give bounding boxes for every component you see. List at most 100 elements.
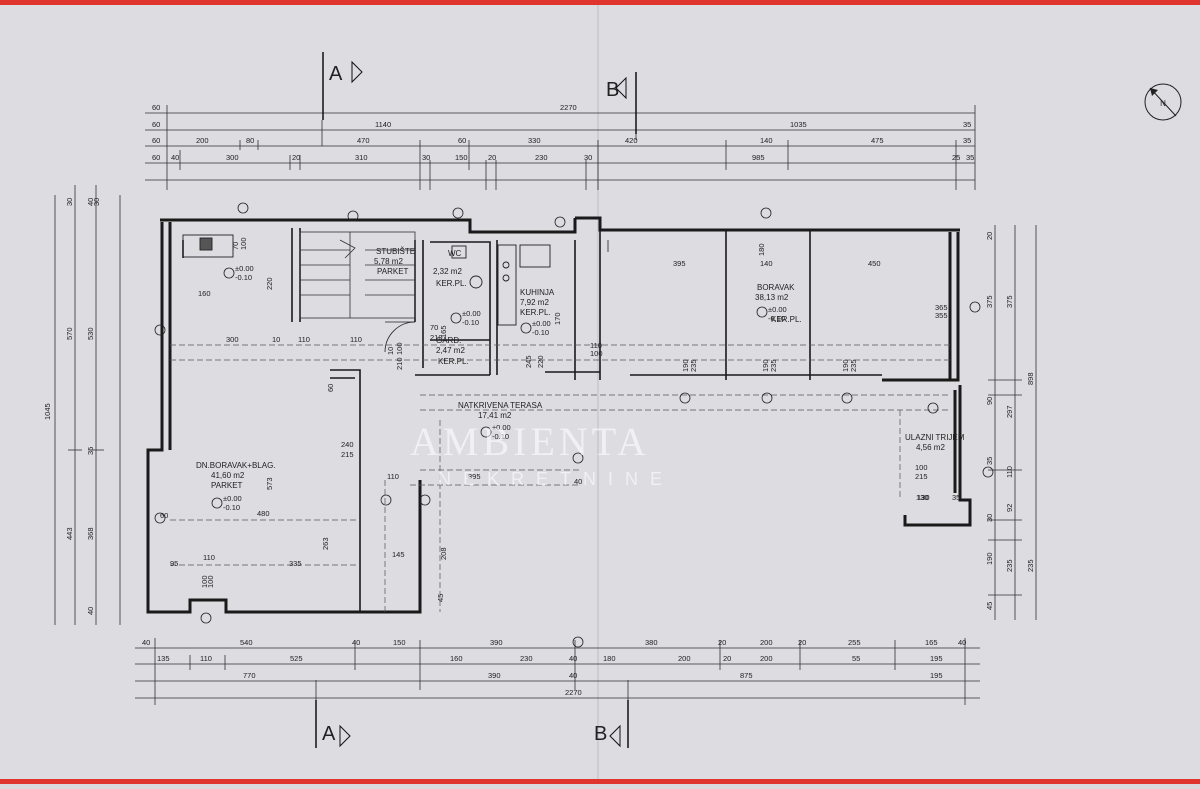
bottom-dim: 770 [243, 671, 256, 680]
inner-dim: 110 [590, 341, 602, 350]
inner-dim: 235 [769, 359, 778, 372]
left-dim: 570 [65, 327, 74, 340]
inner-dim: 300 [226, 335, 239, 344]
inner-dim: 170 [553, 312, 562, 325]
dashed-overhead-lines [170, 344, 950, 612]
inner-dim: 130 [917, 493, 930, 502]
inner-dim: 190 [761, 359, 770, 372]
staircase [299, 231, 416, 319]
bottom-dim: 40 [352, 638, 360, 647]
top-dim: 230 [535, 153, 548, 162]
room-floor: PARKET [211, 481, 243, 490]
inner-dim: 10 [386, 347, 395, 355]
inner-dim: 215 [341, 450, 354, 459]
inner-dim: 45 [436, 594, 445, 602]
watermark-sub: NEKRETNINE [438, 469, 674, 489]
inner-dim: 210 [395, 357, 404, 370]
right-dim: 92 [1005, 504, 1014, 512]
inner-dim: 355 [935, 311, 948, 320]
level-minus: -0.10 [235, 273, 252, 282]
top-dim: 60 [152, 103, 160, 112]
inner-dim: 60 [326, 384, 335, 392]
level-minus: -0.10 [768, 314, 785, 323]
room-area: 38,13 m2 [755, 293, 789, 302]
inner-dim: 180 [757, 243, 766, 256]
bottom-dim: 55 [852, 654, 860, 663]
inner-dim: 450 [868, 259, 881, 268]
right-dim: 110 [1005, 466, 1014, 478]
top-dim: 985 [752, 153, 765, 162]
right-dim: 45 [985, 602, 994, 610]
bottom-dim: 20 [718, 638, 726, 647]
room-area: 7,92 m2 [520, 298, 549, 307]
top-dim: 35 [963, 136, 971, 145]
inner-dim: 245 [524, 355, 533, 368]
left-dim: 40 [86, 198, 95, 206]
bottom-dim: 380 [645, 638, 658, 647]
top-dim: 200 [196, 136, 209, 145]
inner-dim: 220 [536, 355, 545, 368]
watermark: AMBIENTA NEKRETNINE [410, 419, 674, 489]
inner-dim: 100 [239, 237, 248, 250]
top-dim: 20 [292, 153, 300, 162]
inner-dim: 110 [350, 335, 362, 344]
top-dim: 140 [760, 136, 773, 145]
left-dim: 443 [65, 527, 74, 540]
fixtures [182, 234, 551, 326]
inner-dim: 215 [915, 472, 928, 481]
level-zero: ±0.00 [532, 319, 551, 328]
bottom-dim: 255 [848, 638, 861, 647]
right-dimension-lines [988, 225, 1037, 620]
inner-dim: 100 [200, 575, 209, 588]
inner-dim: 235 [689, 359, 698, 372]
bottom-dimension-lines [135, 638, 980, 715]
right-dim: 235 [1026, 559, 1035, 572]
bottom-dim: 525 [290, 654, 303, 663]
bottom-dim: 165 [925, 638, 938, 647]
left-dim: 40 [86, 607, 95, 615]
level-zero: ±0.00 [768, 305, 787, 314]
bottom-dim: 540 [240, 638, 253, 647]
inner-dim: 335 [289, 559, 302, 568]
top-red-border [0, 0, 1200, 5]
inner-dim: 160 [198, 289, 211, 298]
inner-dim: 10 [272, 335, 280, 344]
bottom-red-border [0, 779, 1200, 784]
inner-dim: 110 [387, 472, 399, 481]
north-arrow: N [1144, 83, 1182, 121]
inner-dim: 235 [849, 359, 858, 372]
inner-dim: 110 [298, 335, 310, 344]
bottom-dim: 160 [450, 654, 463, 663]
top-dim: 475 [871, 136, 884, 145]
north-label: N [1160, 99, 1166, 108]
top-dim: 60 [152, 153, 160, 162]
room-area: 2,47 m2 [436, 346, 465, 355]
inner-dim: 100 [915, 463, 928, 472]
level-zero: ±0.00 [492, 423, 511, 432]
inner-dim: 35 [952, 493, 960, 502]
top-dim: 60 [152, 120, 160, 129]
top-dim: 330 [528, 136, 541, 145]
top-dim: 60 [458, 136, 466, 145]
top-dim: 1140 [375, 120, 391, 129]
top-dim: 35 [963, 120, 971, 129]
inner-dim: 70 [231, 242, 240, 250]
room-name: GARD. [436, 336, 461, 345]
bottom-dim: 40 [569, 671, 577, 680]
bottom-dim: 40 [142, 638, 150, 647]
room-floor: KER.PL. [438, 357, 469, 366]
top-dim: 30 [422, 153, 430, 162]
level-minus: -0.10 [532, 328, 549, 337]
level-markers [154, 202, 994, 648]
top-dim: 80 [246, 136, 254, 145]
bottom-dim: 2270 [565, 688, 582, 697]
level-values: ±0.00 -0.10 ±0.00 -0.10 ±0.00 -0.10 ±0.0… [223, 264, 787, 512]
left-dim: 30 [92, 198, 101, 206]
right-dim: 375 [985, 295, 994, 308]
room-floor: KER.PL. [436, 279, 467, 288]
left-dim: 35 [86, 447, 95, 455]
room-floor: PARKET [377, 267, 409, 276]
inner-dim: 100 [395, 342, 404, 355]
inner-dim: 210 [430, 333, 443, 342]
